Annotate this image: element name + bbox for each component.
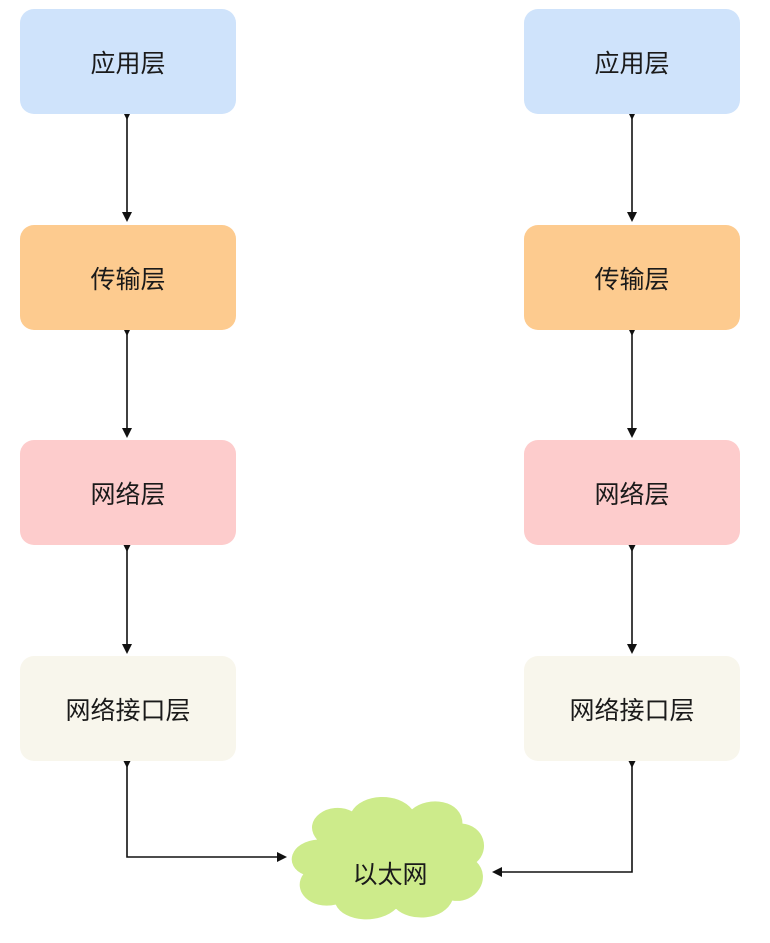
right-link-layer: 网络接口层 <box>524 656 740 761</box>
left-network-layer: 网络层 <box>20 440 236 545</box>
left-application-layer: 应用层 <box>20 9 236 114</box>
left-transport-layer-label: 传输层 <box>90 264 166 294</box>
right-link-to-ethernet-arrow <box>492 758 637 877</box>
right-transport-layer: 传输层 <box>524 225 740 330</box>
right-network-layer: 网络层 <box>524 440 740 545</box>
left-link-layer: 网络接口层 <box>20 656 236 761</box>
right-link-layer-label: 网络接口层 <box>569 695 695 725</box>
ethernet-label: 以太网 <box>352 860 428 889</box>
right-application-layer-label: 应用层 <box>594 48 670 78</box>
left-transport-layer: 传输层 <box>20 225 236 330</box>
left-network-layer-label: 网络层 <box>90 479 166 509</box>
left-link-layer-label: 网络接口层 <box>65 695 191 725</box>
left-application-layer-label: 应用层 <box>90 48 166 78</box>
ethernet-cloud: 以太网 <box>290 828 490 918</box>
left-link-to-ethernet-arrow <box>122 758 287 862</box>
right-transport-layer-label: 传输层 <box>594 264 670 294</box>
right-application-layer: 应用层 <box>524 9 740 114</box>
right-network-layer-label: 网络层 <box>594 479 670 509</box>
